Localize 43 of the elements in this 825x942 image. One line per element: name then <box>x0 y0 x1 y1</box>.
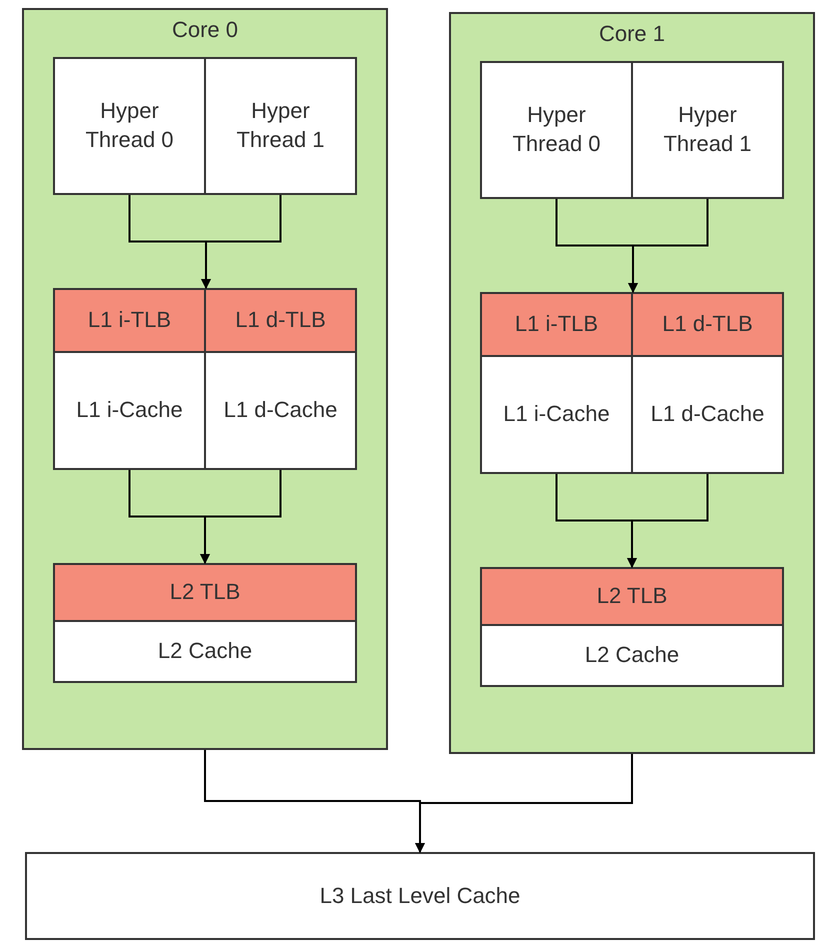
arrow <box>628 199 708 293</box>
box-label: L1 d-Cache <box>224 396 338 424</box>
box-label: L2 Cache <box>158 637 252 666</box>
cache-box <box>480 355 633 474</box>
box-label: L1 d-TLB <box>662 310 753 338</box>
box-label: L1 d-Cache <box>650 400 764 428</box>
box-label: L1 i-TLB <box>88 306 172 334</box>
tlb-box <box>480 292 633 357</box>
thread-box <box>204 57 357 195</box>
box-label: L1 i-TLB <box>514 310 598 338</box>
box-label: Hyper Thread 1 <box>663 101 752 158</box>
box-label: L1 d-TLB <box>235 306 326 334</box>
arrow <box>201 195 282 289</box>
arrow <box>627 474 708 568</box>
box-label: Hyper Thread 0 <box>85 97 174 154</box>
box-label: Hyper Thread 0 <box>512 101 601 158</box>
cache-box <box>480 624 784 687</box>
panel-heading: Core 1 <box>598 20 666 48</box>
arrow <box>415 754 633 853</box>
tlb-box <box>480 567 784 626</box>
tlb-box <box>204 288 357 353</box>
core-panel <box>449 12 815 754</box>
box-label: L2 TLB <box>596 582 668 610</box>
box-label: L2 TLB <box>170 578 240 606</box>
cache-box <box>25 852 815 940</box>
cache-box <box>53 351 206 470</box>
box-label: Hyper Thread 1 <box>236 97 325 154</box>
panel-heading: Core 0 <box>172 16 238 44</box>
tlb-box <box>53 288 206 353</box>
cache-box <box>204 351 357 470</box>
arrow <box>200 470 282 564</box>
core-panel <box>22 8 388 750</box>
box-label: L2 Cache <box>584 641 680 670</box>
box-label: L1 i-Cache <box>503 400 610 428</box>
thread-box <box>53 57 206 195</box>
box-label: L1 i-Cache <box>76 396 183 424</box>
thread-box <box>480 61 633 199</box>
cache-box <box>53 620 357 683</box>
tlb-box <box>53 563 357 622</box>
thread-box <box>631 61 784 199</box>
tlb-box <box>631 292 784 357</box>
cache-box <box>631 355 784 474</box>
box-label: L3 Last Level Cache <box>320 882 520 910</box>
